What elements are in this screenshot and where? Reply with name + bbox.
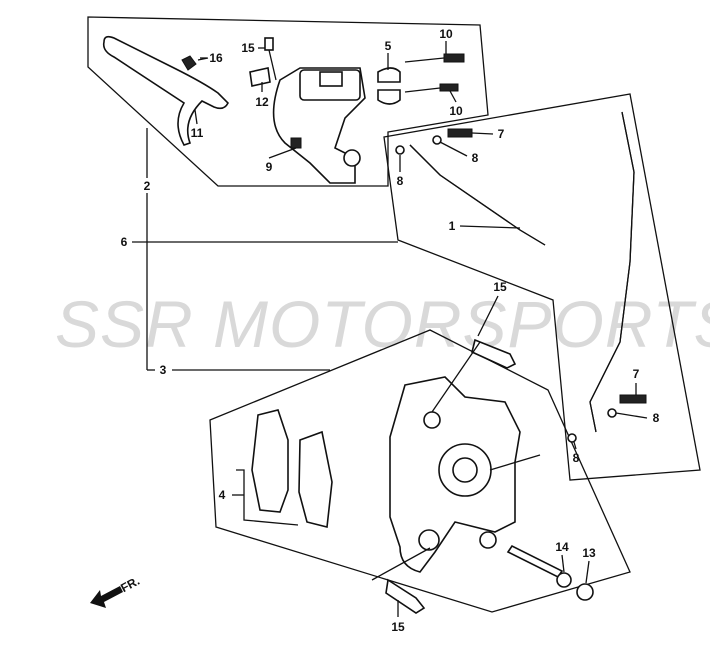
callout-2: 2 xyxy=(144,179,151,193)
brake-lever xyxy=(102,35,229,146)
master-cylinder-panel xyxy=(87,16,489,187)
callout-11: 11 xyxy=(191,126,204,140)
callout-4: 4 xyxy=(219,488,226,502)
callout-8-top-left: 8 xyxy=(397,174,404,188)
callout-9: 9 xyxy=(266,160,273,174)
master-cylinder xyxy=(249,37,366,184)
callout-13: 13 xyxy=(582,546,596,560)
caliper-panel xyxy=(209,329,631,613)
callout-8-bottom-left: 8 xyxy=(573,451,580,465)
callout-8-bottom-right: 8 xyxy=(653,411,660,425)
brake-hose-1 xyxy=(395,128,546,246)
callout-7-top: 7 xyxy=(498,127,505,141)
hose-panel xyxy=(383,93,701,481)
callout-10-top: 10 xyxy=(439,27,453,41)
front-direction-arrow-icon: FR. xyxy=(90,574,142,608)
callout-15-caliper-bottom: 15 xyxy=(391,620,405,634)
holder xyxy=(377,53,465,105)
brake-pads xyxy=(232,409,333,528)
callout-10-bottom: 10 xyxy=(449,104,463,118)
callout-5: 5 xyxy=(385,39,392,53)
callout-6: 6 xyxy=(121,235,128,249)
pad-pin-and-plug xyxy=(506,544,594,601)
callout-7-bottom: 7 xyxy=(633,367,640,381)
callout-12: 12 xyxy=(255,95,269,109)
callout-14: 14 xyxy=(555,540,569,554)
group-leaders xyxy=(132,128,398,371)
brake-hose-long xyxy=(567,111,647,443)
callout-15-caliper-top: 15 xyxy=(493,280,507,294)
callout-leaders xyxy=(194,41,648,617)
callout-8-top-right: 8 xyxy=(472,151,479,165)
callout-1: 1 xyxy=(449,219,456,233)
watermark: SSR MOTORSPORTS xyxy=(55,287,710,361)
caliper xyxy=(385,338,521,614)
callout-3: 3 xyxy=(160,363,167,377)
callout-15: 15 xyxy=(241,41,255,55)
callout-16: 16 xyxy=(209,51,223,65)
